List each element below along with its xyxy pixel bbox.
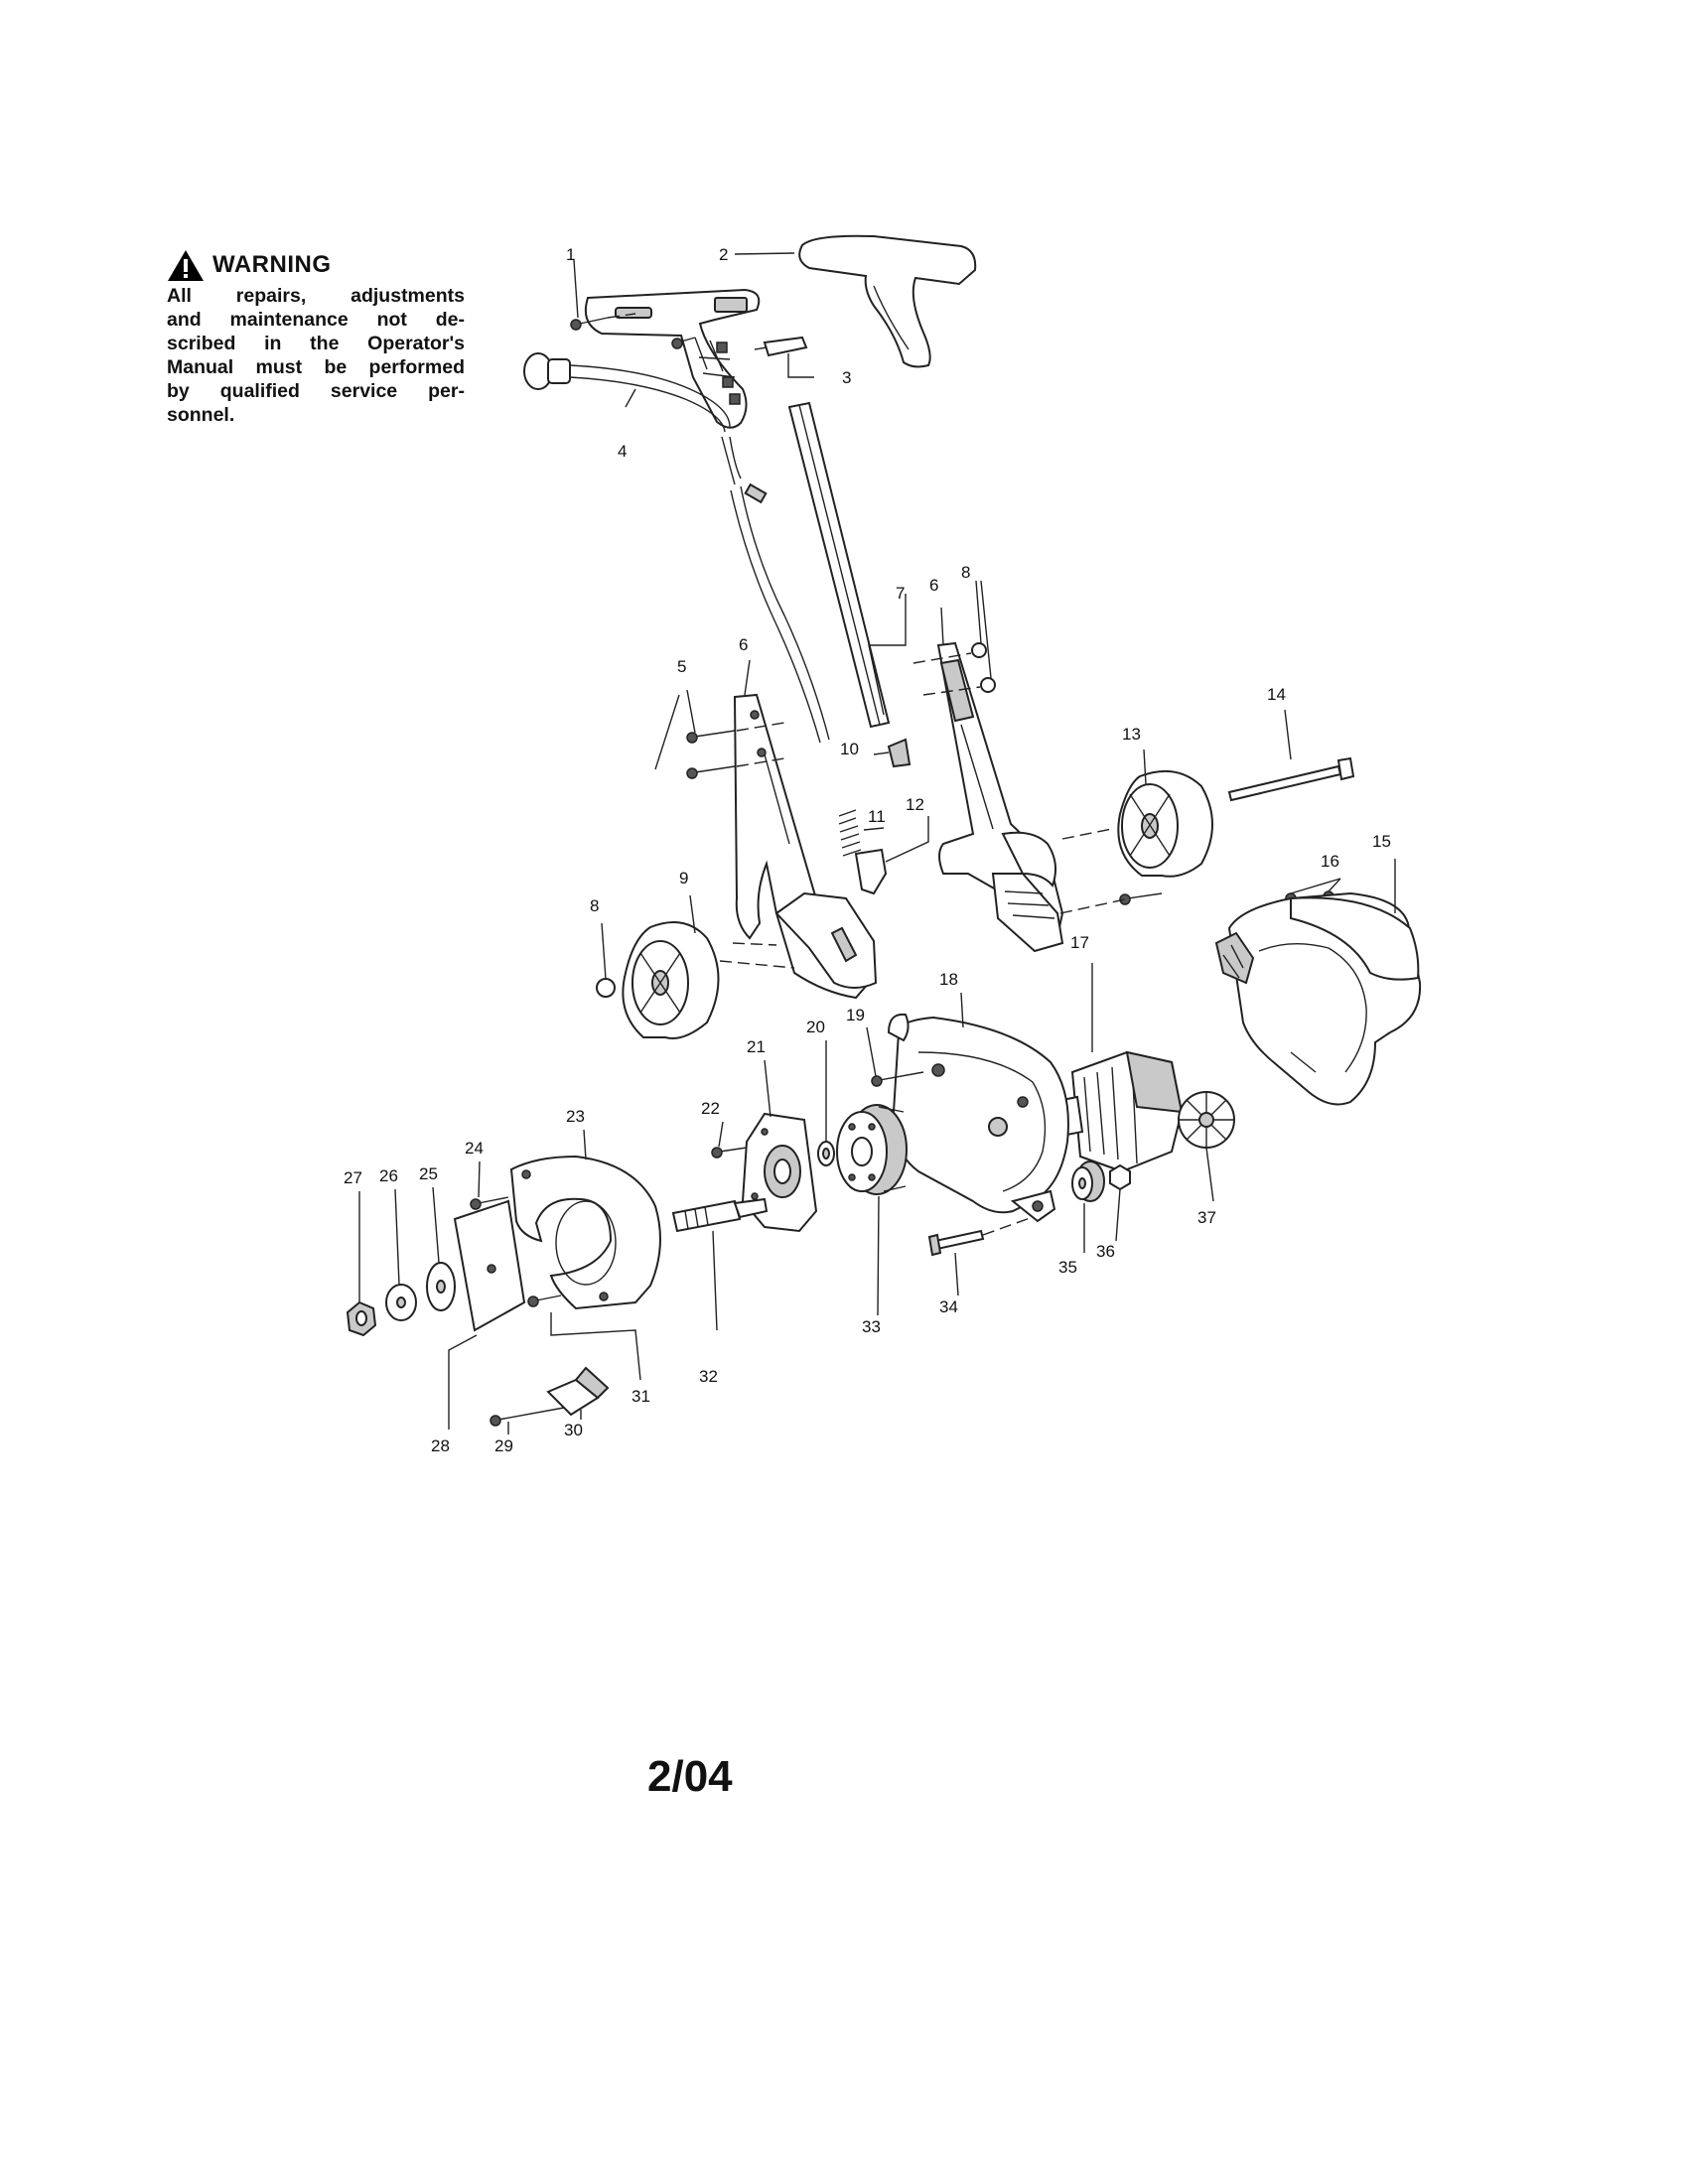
- blade-washer-part: [426, 1262, 456, 1311]
- part-label: 2: [719, 245, 728, 264]
- part-label: 21: [747, 1037, 766, 1056]
- power-cord-part: [523, 352, 830, 744]
- part-label: 26: [379, 1166, 398, 1185]
- blade-nut-part: [346, 1300, 377, 1337]
- fan-part: [1178, 1091, 1235, 1202]
- part-label: 35: [1058, 1258, 1077, 1277]
- warning-line: sonnel.: [167, 404, 235, 426]
- part-label: 16: [1321, 852, 1339, 871]
- part-label: 17: [1070, 933, 1089, 952]
- blade-shaft-part: [671, 1197, 769, 1331]
- warning-line: by qualified service per-: [167, 380, 465, 402]
- leader-lines: [358, 252, 1396, 1434]
- part-label: 18: [939, 970, 958, 989]
- part-label: 23: [566, 1107, 585, 1126]
- part-label: 20: [806, 1018, 825, 1036]
- part-label: 12: [906, 795, 924, 814]
- part-label: 6: [929, 576, 938, 595]
- switch-handle-part: [584, 288, 761, 429]
- part-label: 15: [1372, 832, 1391, 851]
- screw-part: [470, 1196, 509, 1210]
- part-label: 31: [632, 1387, 650, 1406]
- part-label: 9: [679, 869, 688, 887]
- part-label: 36: [1096, 1242, 1115, 1261]
- part-label: 1: [566, 245, 575, 264]
- part-label: 13: [1122, 725, 1141, 744]
- part-label: 33: [862, 1317, 881, 1336]
- part-label: 8: [961, 563, 970, 582]
- switch-actuator-part: [754, 336, 814, 378]
- part-label: 28: [431, 1436, 450, 1455]
- depth-bracket-part: [490, 1366, 610, 1427]
- part-label: 8: [590, 896, 599, 915]
- bolt-part: [927, 1216, 1034, 1257]
- wheel-right-part: [1061, 769, 1213, 878]
- screw-part: [570, 313, 636, 331]
- clip-part: [873, 738, 912, 768]
- part-label: 5: [677, 657, 686, 676]
- part-label: 29: [494, 1436, 513, 1455]
- blade-part: [448, 1199, 526, 1430]
- part-label: 34: [939, 1297, 958, 1316]
- part-label: 32: [699, 1367, 718, 1386]
- handle-grip-part: [798, 234, 977, 368]
- axle-bolt-part: [1227, 756, 1355, 802]
- part-label: 37: [1197, 1208, 1216, 1227]
- date-code: 2/04: [647, 1752, 733, 1801]
- nut-part: [596, 978, 616, 998]
- bolt-part: [686, 722, 785, 779]
- screw-part: [871, 1071, 924, 1087]
- frame-left-part: [733, 693, 878, 1000]
- part-label: 6: [739, 635, 748, 654]
- part-label: 24: [465, 1139, 484, 1158]
- warning-title: WARNING: [212, 251, 332, 278]
- part-label: 19: [846, 1006, 865, 1024]
- spring-part: [838, 809, 885, 857]
- warning-line: All repairs, adjustments: [167, 285, 465, 307]
- warning-header: WARNING: [167, 248, 465, 282]
- frame-right-part: [936, 641, 1064, 953]
- nut-part: [912, 642, 996, 696]
- gear-part: [836, 1104, 908, 1195]
- screw-part: [711, 1147, 748, 1159]
- blade-washer-part: [385, 1284, 417, 1321]
- part-label: 7: [896, 584, 905, 603]
- motor-housing-part: [1214, 891, 1422, 1106]
- warning-triangle-icon: [168, 250, 204, 281]
- screw-part: [527, 1295, 641, 1381]
- part-label: 3: [842, 368, 851, 387]
- warning-line: Manual must be performed: [167, 356, 465, 378]
- warning-block: WARNING All repairs, adjustments and mai…: [167, 248, 465, 427]
- screw-part: [671, 337, 696, 349]
- part-label: 11: [868, 807, 886, 826]
- part-label: 25: [419, 1164, 438, 1183]
- part-label: 30: [564, 1421, 583, 1439]
- nut-part: [1109, 1163, 1131, 1191]
- blade-guard-part: [509, 1155, 661, 1310]
- part-label: 27: [344, 1168, 362, 1187]
- part-label: 10: [840, 740, 859, 758]
- washer-part: [817, 1141, 835, 1166]
- part-label: 22: [701, 1099, 720, 1118]
- part-labels: 1 2 3 4 5 6 6 7 8 8 9 10 11 12 13 14 15 …: [344, 245, 1391, 1455]
- wheel-left-part: [622, 921, 795, 1039]
- part-label: 14: [1267, 685, 1286, 704]
- gear-housing-part: [887, 1013, 1069, 1223]
- bearing-part: [1071, 1160, 1105, 1202]
- warning-text: All repairs, adjustments and maintenance…: [167, 284, 465, 427]
- warning-line: scribed in the Operator's: [167, 333, 465, 354]
- part-label: 4: [618, 442, 627, 461]
- warning-line: and maintenance not de-: [167, 309, 465, 331]
- handle-tube-part: [787, 401, 891, 729]
- latch-part: [854, 816, 929, 895]
